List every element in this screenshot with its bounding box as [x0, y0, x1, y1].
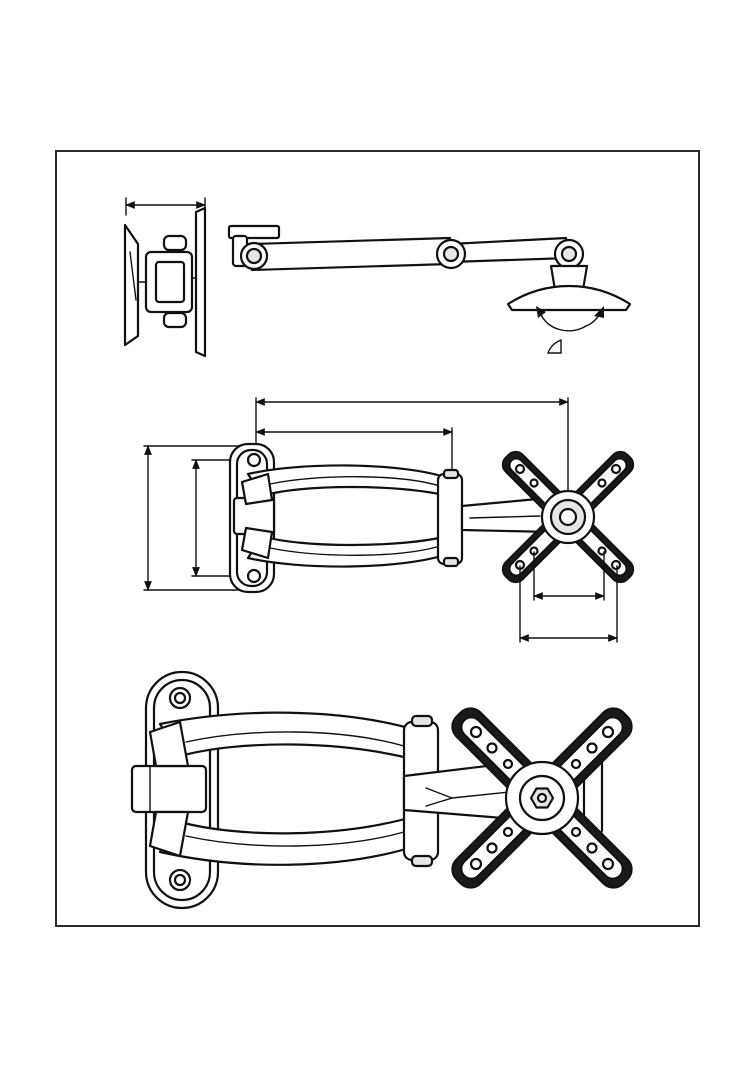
head-pivot-pin [562, 247, 576, 261]
top-view [229, 226, 630, 353]
secondary-arm [450, 238, 570, 262]
tilt-head-dish [508, 286, 630, 310]
tilt-angle-arc [548, 340, 561, 353]
wall-hinge-large [132, 766, 206, 812]
wall-screw-hole [248, 454, 260, 466]
elbow-cap [412, 856, 432, 866]
tilt-arrow-icon [540, 312, 586, 331]
main-arm [252, 238, 450, 270]
elbow-pivot-pin [444, 247, 458, 261]
wall-screw-hole [248, 570, 260, 582]
wall-screw-hole-inner [175, 875, 185, 885]
elbow-cap [412, 716, 432, 726]
wall-screw-hole-inner [175, 693, 185, 703]
elbow-cap [444, 470, 458, 478]
wall-plate-side [125, 225, 138, 345]
tilt-angle-icon [548, 340, 561, 353]
joint-cap-bottom [164, 313, 186, 327]
joint-cap-top [164, 236, 186, 250]
elbow-joint [438, 474, 462, 564]
wall-pivot-pin [247, 249, 261, 263]
elbow-cap [444, 558, 458, 566]
perspective-view [132, 631, 709, 965]
dimension-view [144, 395, 690, 642]
side-view [125, 198, 205, 356]
vesa-plate-side [196, 208, 205, 356]
joint-block-inner [156, 262, 184, 302]
